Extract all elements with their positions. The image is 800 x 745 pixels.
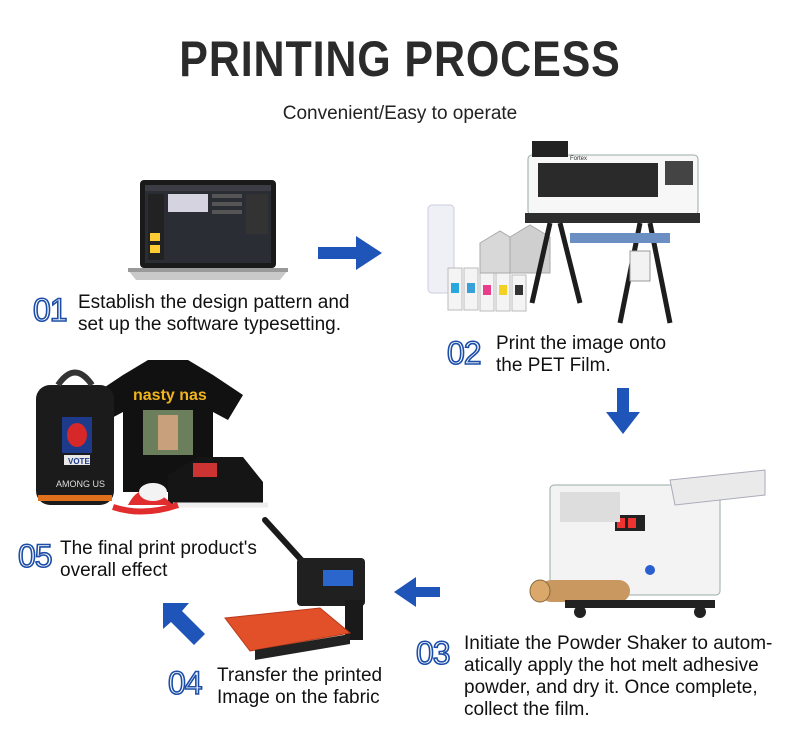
heat-press-image bbox=[224, 517, 365, 660]
step-number-04: 04 bbox=[167, 665, 203, 701]
step-03-description: Initiate the Powder Shaker to autom- ati… bbox=[464, 633, 772, 721]
arrow-right-icon bbox=[318, 236, 382, 270]
step-01-line-2: set up the software typesetting. bbox=[78, 314, 341, 335]
step-02-line-2: the PET Film. bbox=[496, 355, 611, 376]
arrow-up-left-icon bbox=[163, 603, 205, 645]
step-05-description: The final print product's overall effect bbox=[60, 538, 257, 582]
step-04-line-1: Transfer the printed bbox=[217, 665, 383, 686]
step-number-02: 02 bbox=[446, 335, 482, 371]
dtf-printer-image: Fortex bbox=[427, 141, 700, 324]
step-03-line-4: collect the film. bbox=[464, 699, 590, 720]
printer-brand: Fortex bbox=[570, 156, 587, 162]
arrow-down-icon bbox=[606, 388, 640, 434]
page-subtitle: Convenient/Easy to operate bbox=[282, 103, 518, 124]
step-number-01: 01 bbox=[32, 292, 68, 328]
step-number-03: 03 bbox=[415, 635, 451, 671]
step-04-line-2: Image on the fabric bbox=[217, 687, 380, 708]
powder-shaker-image bbox=[529, 469, 766, 618]
backpack-badge-text: VOTE bbox=[68, 457, 90, 466]
step-03-line-2: atically apply the hot melt adhesive bbox=[464, 655, 759, 676]
step-05-line-1: The final print product's bbox=[60, 538, 257, 559]
backpack-text: AMONG US bbox=[56, 479, 105, 489]
arrow-left-icon bbox=[394, 577, 440, 607]
step-04-description: Transfer the printed Image on the fabric bbox=[217, 665, 382, 709]
step-number-05: 05 bbox=[17, 538, 53, 574]
final-products-image: nasty nas VOTE AMONG US bbox=[36, 360, 268, 515]
step-02-line-1: Print the image onto bbox=[496, 333, 667, 354]
page-title: PRINTING PROCESS bbox=[179, 31, 621, 87]
step-01-description: Establish the design pattern and set up … bbox=[78, 292, 349, 336]
step-05-line-2: overall effect bbox=[60, 560, 168, 581]
step-02-description: Print the image onto the PET Film. bbox=[496, 333, 666, 377]
tshirt-print-text: nasty nas bbox=[133, 387, 207, 404]
step-03-line-1: Initiate the Powder Shaker to autom- bbox=[464, 633, 773, 654]
step-03-line-3: powder, and dry it. Once complete, bbox=[464, 677, 758, 698]
laptop-image bbox=[128, 180, 288, 280]
step-01-line-1: Establish the design pattern and bbox=[78, 292, 350, 313]
